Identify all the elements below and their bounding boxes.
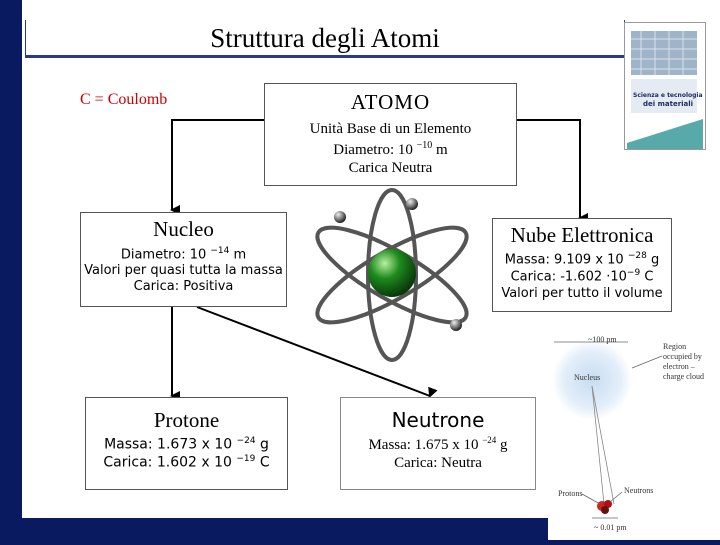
arrow-atomo-nucleo	[170, 119, 264, 215]
electron-cloud-diagram: ~100 pm Region occupied by electron – ch…	[548, 318, 720, 540]
nube-box: Nube Elettronica Massa: 9.109 x 10 −28 g…	[492, 218, 672, 312]
atomo-box: ATOMO Unità Base di un Elemento Diametro…	[264, 83, 517, 186]
label-nucleus: Nucleus	[574, 373, 601, 382]
atomo-line2: Diametro: 10 −10 m	[333, 140, 448, 158]
label-100pm: ~100 pm	[588, 335, 617, 344]
title-bar: Struttura degli Atomi	[25, 20, 625, 56]
neutrone-heading: Neutrone	[391, 408, 485, 432]
electron-1	[406, 198, 418, 210]
arrow-atomo-nube	[516, 119, 588, 223]
nube-line3: Valori per tutto il volume	[501, 285, 663, 301]
arrow-nucleo-neutrone	[196, 306, 438, 398]
electron-3	[450, 319, 462, 331]
nucleo-box: Nucleo Diametro: 10 −14 m Valori per qua…	[80, 212, 287, 307]
neutrone-line1: Massa: 1.675 x 10 −24 g	[368, 435, 508, 453]
atomo-line3: Carica Neutra	[348, 160, 433, 176]
nube-line1: Massa: 9.109 x 10 −28 g	[504, 251, 660, 268]
atomo-heading: ATOMO	[350, 90, 431, 114]
nucleus-sphere	[368, 249, 416, 297]
protone-line1: Massa: 1.673 x 10 −24 g	[104, 436, 269, 453]
atomo-line1: Unità Base di un Elemento	[309, 121, 472, 137]
book-title-line1: Scienza e tecnologia	[633, 92, 703, 99]
label-protons: Protons	[558, 489, 583, 498]
electron-2	[334, 211, 346, 223]
page-title: Struttura degli Atomi	[210, 23, 440, 53]
nucleo-line1: Diametro: 10 −14 m	[120, 246, 247, 263]
nucleo-line2: Valori per quasi tutta la massa	[84, 263, 283, 279]
neutrone-line2: Carica: Neutra	[394, 455, 482, 471]
book-cover-image: Scienza e tecnologia dei materiali	[624, 22, 706, 150]
book-title-line2: dei materiali	[643, 100, 694, 108]
protone-box: Protone Massa: 1.673 x 10 −24 g Carica: …	[85, 397, 288, 490]
neutrone-box: Neutrone Massa: 1.675 x 10 −24 g Carica:…	[340, 397, 536, 490]
label-region: Region occupied by electron – charge clo…	[663, 342, 704, 381]
protone-line2: Carica: 1.602 x 10 −19 C	[103, 453, 270, 471]
protone-heading: Protone	[153, 408, 220, 432]
nube-heading: Nube Elettronica	[510, 223, 654, 247]
coulomb-note: C = Coulomb	[80, 91, 168, 108]
nucleo-line3: Carica: Positiva	[133, 279, 234, 295]
book-art	[627, 31, 703, 149]
nucleo-heading: Nucleo	[153, 217, 214, 241]
label-001pm: ~ 0.01 pm	[594, 523, 627, 532]
orbit-3	[366, 188, 418, 362]
label-neutrons: Neutrons	[624, 486, 654, 495]
nube-line2: Carica: -1.602 ·10−9 C	[510, 268, 654, 285]
cloud-art	[552, 340, 663, 519]
atom-illustration	[315, 188, 469, 362]
title-underline	[25, 56, 625, 58]
